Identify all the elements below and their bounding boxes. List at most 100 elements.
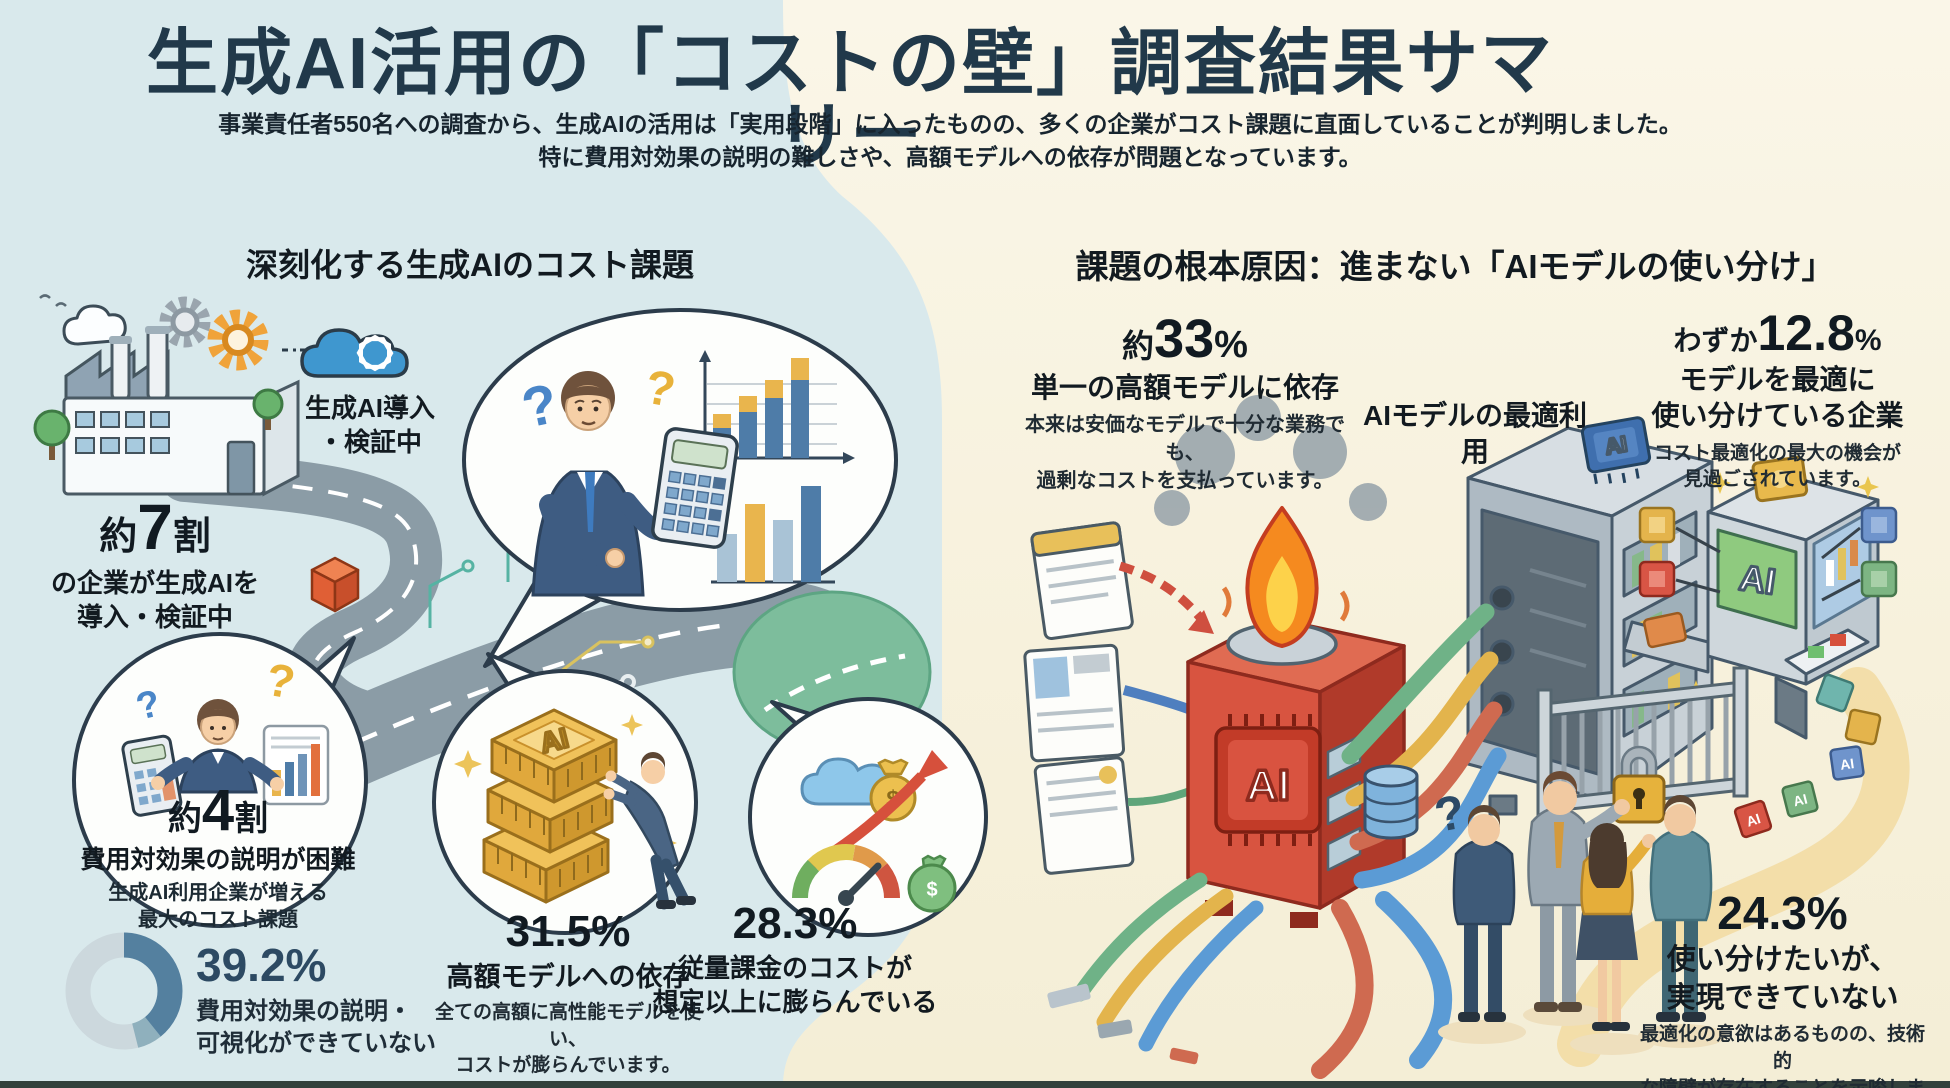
stat-unit: % — [1214, 324, 1248, 366]
page-title: 生成AI活用の「コストの壁」調査結果サマリー — [145, 24, 1554, 176]
optimized-desc-1: コスト最適化の最大の機会が — [1653, 442, 1901, 464]
calculator-icon — [121, 734, 183, 817]
roi-desc-1: 生成AI利用企業が増える — [108, 881, 328, 904]
factory-door — [226, 440, 256, 496]
stat-value: 12.8 — [1757, 305, 1855, 361]
payg-stat: 28.3% 従量課金のコストが 想定以上に膨らんでいる — [645, 902, 945, 1020]
database-icon — [1363, 764, 1419, 840]
birds-icon — [39, 294, 67, 307]
cloud-icon — [62, 304, 127, 346]
person-navy-icon — [1452, 805, 1516, 1022]
want-title-1: 使い分けたいが、 — [1666, 944, 1899, 976]
output-chip-icon — [1642, 611, 1688, 649]
want-stat: 24.3% 使い分けたいが、 実現できていない 最適化の意欲はあるものの、技術的… — [1635, 890, 1930, 1088]
person-teal-icon — [1649, 795, 1713, 1022]
pushing-man-icon — [603, 752, 696, 910]
dependence-desc-2: コストが膨らんでいます。 — [455, 1055, 681, 1077]
path-chip-icons: AI AI AI — [1733, 673, 1882, 839]
want-desc-2: な障壁が存在することを示唆します。 — [1635, 1076, 1930, 1088]
adoption-stat: 約7割 の企業が生成AIを 導入・検証中 — [25, 495, 285, 635]
stat-prefix: 約 — [167, 800, 202, 838]
stat-value: 33 — [1154, 309, 1215, 369]
question-mark-icon: ? — [1431, 786, 1469, 843]
roi-stat: 約4割 費用対効果の説明が困難 生成AI利用企業が増える 最大のコスト課題 — [73, 782, 363, 934]
fence-icon — [1536, 666, 1749, 824]
openai-knot-icon — [356, 334, 394, 372]
worried-businessman-icon — [151, 699, 284, 794]
single-model-desc-2: 過剰なコストを支払っています。 — [1036, 470, 1334, 493]
want-desc-1: 最適化の意欲はあるものの、技術的 — [1639, 1024, 1925, 1072]
left-scene-illustration — [33, 294, 932, 801]
cloud-label-line-1: 生成AI導入 — [304, 393, 435, 423]
optimal-usage-label: AIモデルの最適利用 — [1362, 400, 1587, 468]
want-title-2: 実現できていない — [1666, 981, 1899, 1014]
stat-prefix: わずか — [1673, 325, 1758, 356]
ai-label: AI — [1792, 791, 1809, 810]
stat-prefix: 約 — [99, 516, 138, 558]
right-scene-illustration: AI AI — [1023, 395, 1910, 1079]
person-gray-icon — [1527, 771, 1630, 1012]
stat-suffix: 割 — [234, 800, 269, 838]
floor-chips — [1047, 983, 1199, 1065]
ai-label: AI — [1744, 810, 1762, 830]
burning-ai-box-icon: AI — [1186, 506, 1406, 928]
payg-value: 28.3% — [732, 899, 858, 948]
donut-caption: 39.2% 費用対効果の説明・ 可視化ができていない — [196, 942, 496, 1059]
optimized-title-2: 使い分けている企業 — [1651, 400, 1904, 432]
cost-worry-bubble: ? ? — [462, 308, 898, 668]
money-bag-green-icon: $ — [907, 854, 957, 913]
factory-windows — [75, 411, 170, 454]
worried-businessman-icon — [531, 371, 673, 597]
adoption-stat-value: 約7割 — [25, 495, 285, 559]
donut-chart — [65, 932, 183, 1050]
smoke-icon — [1154, 395, 1387, 526]
gear-icon — [159, 296, 269, 371]
factory-icon — [62, 326, 300, 497]
payg-cost-bubble: $ $ — [748, 697, 988, 937]
sorter-top-chip-icon — [1751, 455, 1809, 503]
document-icon — [1023, 521, 1135, 875]
single-model-desc-1: 本来は安価なモデルで十分な業務でも、 — [1025, 414, 1345, 465]
donut-desc-1: 費用対効果の説明・ — [196, 998, 412, 1025]
single-model-title: 単一の高額モデルに依存 — [1030, 372, 1339, 403]
chip-pins — [1228, 714, 1312, 846]
dollar-label: $ — [926, 879, 937, 901]
roi-stat-value: 約4割 — [73, 782, 363, 840]
subtitle-line-2: 特に費用対効果の説明の難しさや、高額モデルへの依存が問題となっています。 — [538, 144, 1362, 171]
single-model-value: 約33% — [1025, 312, 1345, 366]
donut-desc-2: 可視化ができていない — [196, 1029, 436, 1057]
ai-chip-stack-icon: AI — [482, 708, 618, 904]
dependence-title: 高額モデルへの依存 — [446, 962, 690, 992]
ai-label: AI — [1603, 431, 1629, 459]
donut-value-arc — [65, 932, 183, 1050]
calculator-icon — [651, 427, 739, 549]
optimized-desc-2: 見過ごされています。 — [1683, 469, 1872, 491]
circuit-trace-yellow — [559, 635, 655, 674]
model-chip-icons — [1638, 506, 1898, 598]
roi-title: 費用対効果の説明が困難 — [80, 846, 356, 874]
tree-icon — [33, 388, 284, 460]
chip-path — [1557, 667, 1910, 1067]
orange-box-icon — [310, 556, 360, 613]
subtitle-line-1: 事業責任者550名への調査から、生成AIの活用は「実用段階」に入ったものの、多く… — [218, 111, 1682, 137]
stat-prefix: 約 — [1122, 328, 1155, 364]
genai-cloud-icon — [282, 328, 409, 378]
stat-value: 7 — [137, 491, 173, 563]
optimized-stat: わずか12.8% モデルを最適に 使い分けている企業 コスト最適化の最大の機会が… — [1630, 308, 1925, 494]
adoption-desc-1: の企業が生成AIを — [50, 568, 259, 598]
dependence-stat: 31.5% 高額モデルへの依存 全ての高額に高性能モデルを使い、 コストが膨らん… — [418, 910, 718, 1080]
roi-difficulty-bubble: ? ? — [72, 632, 368, 928]
page-subtitle: 事業責任者550名への調査から、生成AIの活用は「実用段階」に入ったものの、多く… — [150, 108, 1750, 175]
want-value: 24.3% — [1717, 887, 1848, 939]
server-top-ai-chip-icon: AI — [1580, 416, 1652, 485]
dependence-desc-1: 全ての高額に高性能モデルを使い、 — [434, 1002, 701, 1050]
ai-sorter-machine-icon: AI — [1622, 455, 1898, 740]
stat-value: 4 — [201, 778, 235, 843]
roi-desc-2: 最大のコスト課題 — [138, 908, 298, 931]
payg-title-2: 想定以上に膨らんでいる — [652, 986, 938, 1017]
ai-screen-label: AI — [1737, 557, 1778, 603]
road-dashes — [184, 474, 456, 726]
ai-label: AI — [1839, 755, 1855, 773]
stat-unit: % — [1854, 324, 1882, 357]
